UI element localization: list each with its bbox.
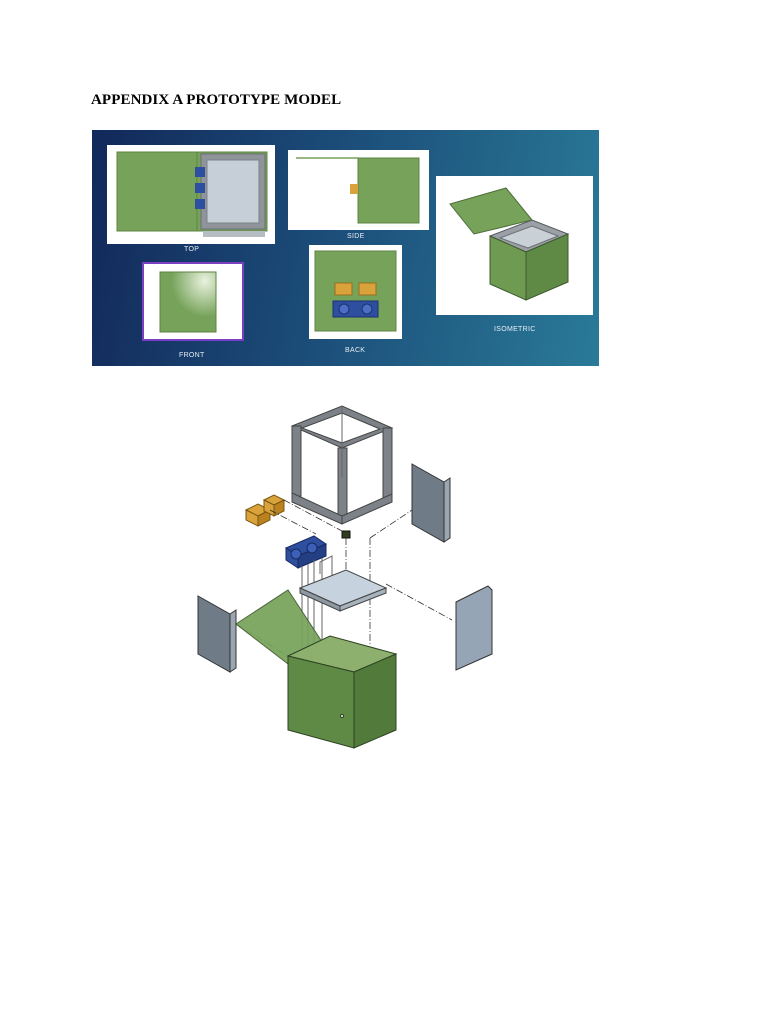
- base-plate: [298, 569, 388, 612]
- back-view-label: BACK: [345, 347, 366, 354]
- side-panel-front-right: [455, 585, 493, 671]
- side-view: [288, 150, 429, 230]
- exploded-assembly-drawing: [180, 398, 520, 763]
- side-panel-left: [197, 595, 231, 673]
- side-view-label: SIDE: [347, 233, 365, 240]
- circuit-chip: [341, 530, 351, 539]
- orthographic-views-banner: TOP SIDE ISOMETRIC: [92, 130, 599, 366]
- page-heading: APPENDIX A PROTOTYPE MODEL: [91, 92, 342, 108]
- isometric-view-label: ISOMETRIC: [494, 326, 536, 333]
- front-view: [142, 262, 244, 341]
- top-view: [107, 145, 275, 244]
- side-panel-back-right: [411, 463, 445, 543]
- sensor-boxes: [244, 494, 286, 527]
- green-enclosure: [286, 635, 398, 749]
- top-view-label: TOP: [184, 246, 200, 253]
- isometric-view: [436, 176, 593, 315]
- front-view-label: FRONT: [179, 352, 205, 359]
- ultrasonic-module: [284, 535, 328, 569]
- back-view: [309, 245, 402, 339]
- aluminum-frame: [290, 405, 394, 525]
